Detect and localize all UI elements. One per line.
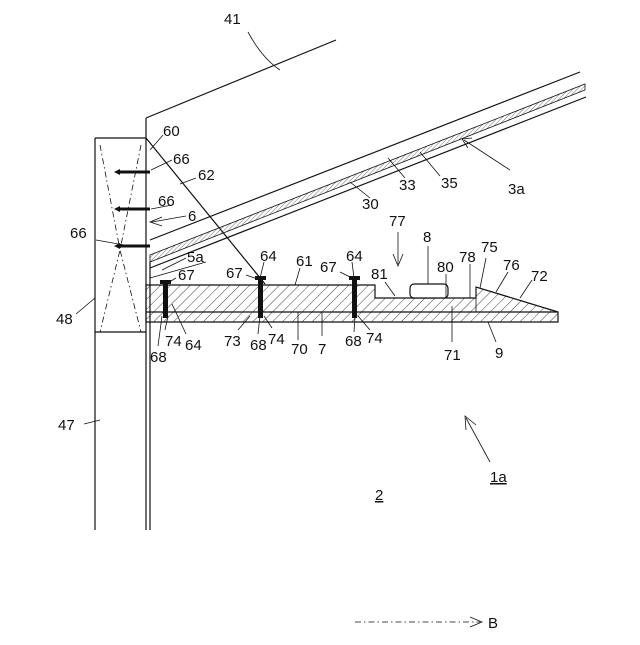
label-9: 9 [495,345,503,362]
label-66: 66 [158,193,175,210]
arrow-6 [150,216,186,226]
label-73: 73 [224,333,241,350]
label-64: 64 [260,248,277,265]
label-67: 67 [226,265,243,282]
label-67: 67 [178,267,195,284]
sloped-panel [150,72,586,268]
label-48: 48 [56,311,73,328]
label-8: 8 [423,229,431,246]
direction-arrow-b [355,617,482,627]
label-66: 66 [70,225,87,242]
label-66: 66 [173,151,190,168]
label-2: 2 [375,487,383,504]
label-81: 81 [371,266,388,283]
label-5a: 5a [187,249,204,266]
arrow-1a [465,416,490,462]
label-71: 71 [444,347,461,364]
label-77: 77 [389,213,406,230]
label-64: 64 [346,248,363,265]
arrow-77 [393,232,403,266]
label-30: 30 [362,196,379,213]
label-67: 67 [320,259,337,276]
screws-66 [114,169,150,249]
leader-lines [76,32,532,424]
label-75: 75 [481,239,498,256]
label-80: 80 [437,259,454,276]
label-61: 61 [296,253,313,270]
label-3a: 3a [508,181,525,198]
label-60: 60 [163,123,180,140]
label-41: 41 [224,11,241,28]
outer-wall [95,138,150,530]
label-74: 74 [366,330,383,347]
label-1a: 1a [490,469,507,486]
label-76: 76 [503,257,520,274]
label-47: 47 [58,417,75,434]
label-6: 6 [188,208,196,225]
label-72: 72 [531,268,548,285]
label-68: 68 [345,333,362,350]
label-74: 74 [165,333,182,350]
label-78: 78 [459,249,476,266]
label-33: 33 [399,177,416,194]
label-70: 70 [291,341,308,358]
label-35: 35 [441,175,458,192]
drain-element [410,284,448,298]
label-68: 68 [250,337,267,354]
label-74: 74 [268,331,285,348]
label-62: 62 [198,167,215,184]
label-64: 64 [185,337,202,354]
label-68: 68 [150,349,167,366]
label-7: 7 [318,341,326,358]
label-b: B [488,615,498,632]
